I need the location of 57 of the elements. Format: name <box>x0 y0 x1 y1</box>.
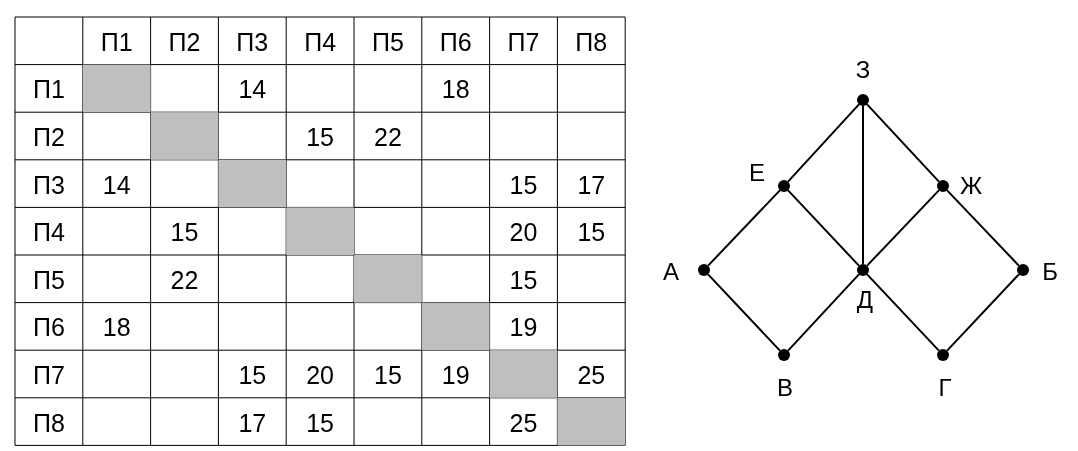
table-cell-value: 22 <box>170 267 199 293</box>
table-cell-value: 15 <box>306 124 334 150</box>
table-cell-value: 15 <box>509 267 538 293</box>
table-cell-value: 15 <box>374 362 402 388</box>
header-cell-text: П4 <box>32 219 65 245</box>
table-cell-value: 15 <box>306 410 334 436</box>
vertex-label: Ж <box>959 174 983 198</box>
table-cell-value: 14 <box>238 76 267 102</box>
table-cell-value: 18 <box>102 314 131 340</box>
header-cell-text: П6 <box>32 314 65 340</box>
vertex-label: З <box>855 58 871 82</box>
table-cell-value: 14 <box>102 172 131 198</box>
graph-edge <box>866 273 940 352</box>
header-cell-text: П5 <box>371 29 404 55</box>
table-cell-value: 15 <box>509 172 538 198</box>
table-cell-value: 15 <box>577 219 606 245</box>
table-cell-value: 15 <box>238 362 267 388</box>
table-cell-value: 18 <box>441 76 470 102</box>
header-cell-text: П2 <box>168 29 201 55</box>
table-cell-value: 20 <box>306 362 334 388</box>
vertex-label: Б <box>1042 260 1058 284</box>
graph-edge <box>787 273 860 352</box>
header-cell-text: П4 <box>304 29 337 55</box>
header-cell-text: П8 <box>32 410 65 436</box>
table-cell-value: 17 <box>238 410 267 436</box>
vertex-label: А <box>663 260 679 284</box>
table-cell-value: 15 <box>170 219 199 245</box>
vertex-label: Е <box>749 161 765 185</box>
table-cell-value: 22 <box>374 124 402 150</box>
graph-edge <box>866 103 940 183</box>
graph-edge <box>707 189 781 267</box>
header-cell-text: П5 <box>32 267 65 293</box>
graph-edge <box>946 273 1020 352</box>
table-cell-value: 25 <box>577 362 606 388</box>
graph-edge <box>787 103 860 183</box>
header-cell-text: П2 <box>32 124 65 150</box>
graph-edge <box>787 189 860 267</box>
table-cell-value: 19 <box>441 362 470 388</box>
graph-edge <box>866 189 940 267</box>
header-cell-text: П8 <box>575 29 608 55</box>
vertex-label: Д <box>856 288 874 312</box>
graph-edge <box>707 273 781 352</box>
table-cell-value: 25 <box>509 410 538 436</box>
table-cell-value: 20 <box>509 219 538 245</box>
header-cell-text: П7 <box>507 29 540 55</box>
table-cell-value: 19 <box>509 314 538 340</box>
graph-edge <box>946 189 1020 267</box>
header-cell-text: П3 <box>236 29 269 55</box>
vertex-label: В <box>777 376 793 400</box>
table-cell-value: 17 <box>577 172 606 198</box>
header-cell-text: П3 <box>32 172 65 198</box>
header-cell-text: П1 <box>32 76 65 102</box>
header-cell-text: П1 <box>100 29 133 55</box>
graph-edge <box>862 105 864 265</box>
header-cell-text: П7 <box>32 362 65 388</box>
vertex-label: Г <box>938 376 952 400</box>
header-cell-text: П6 <box>439 29 472 55</box>
